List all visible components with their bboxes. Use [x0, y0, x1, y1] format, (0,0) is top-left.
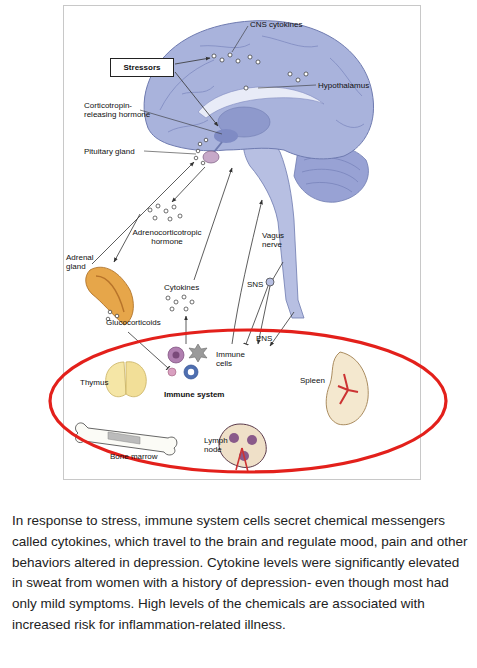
cytokine-dot — [166, 296, 170, 300]
hormone-dot — [168, 217, 172, 221]
cell-nucleus — [173, 352, 180, 359]
cytokine-arrow — [186, 316, 187, 344]
part-label: Pituitary gland — [84, 147, 154, 156]
cytokine-dot — [296, 78, 300, 82]
cytokine-to-brain-arrow — [194, 168, 232, 280]
hormone-dot — [164, 209, 168, 213]
hormone-dot — [108, 310, 112, 314]
part-label: CNS cytokines — [250, 20, 325, 29]
stressor-label: Stressors — [111, 59, 173, 76]
lymph-vessels — [236, 448, 248, 472]
adrenal-medulla — [96, 276, 124, 312]
hormone-dot — [178, 214, 182, 218]
pituitary-stalk — [214, 142, 222, 152]
stressor-box: Stressors — [110, 58, 174, 77]
stress-arrow — [175, 58, 210, 64]
organ-label: Immune cells — [216, 350, 256, 368]
bone-marrow — [108, 432, 140, 444]
cns-cytokine-dots — [212, 53, 308, 90]
immune-cell — [168, 347, 184, 363]
hormone-dot — [196, 149, 200, 153]
adrenal-gland — [86, 267, 134, 325]
organ-label: Thymus — [80, 378, 120, 387]
immune-system-highlight: Immune cellsThymus SpleenImmune systemLym… — [48, 328, 448, 474]
hormone-dot — [194, 156, 198, 160]
hypothalamus — [214, 129, 238, 143]
hormone-dot — [153, 216, 157, 220]
immune-cell — [168, 368, 176, 376]
hormone-label: Adrenocorticotropic hormone — [126, 228, 208, 246]
stress-arrow — [175, 72, 218, 126]
hormone-dot — [115, 314, 119, 318]
cytokine-dot — [248, 55, 252, 59]
acth-arrow — [172, 167, 205, 202]
cytokine-dot — [182, 295, 186, 299]
cytokine-dot — [212, 54, 216, 58]
vagus-nerve-arrow — [232, 200, 262, 344]
part-label: Hypothalamus — [318, 81, 388, 90]
hormone-dot — [198, 142, 202, 146]
spleen-vessels — [338, 374, 358, 404]
thymus-lobe — [126, 362, 146, 397]
feedback-arrow — [92, 162, 194, 264]
thymus-lobe — [106, 362, 126, 397]
pituitary-dots — [194, 138, 208, 165]
cytokine-dot — [220, 58, 224, 62]
highlight-outline — [48, 328, 448, 474]
cytokine-dot — [184, 307, 188, 311]
bone — [76, 423, 177, 455]
leader-line — [258, 85, 316, 88]
nerve-label: PNS — [256, 334, 281, 343]
cytokine-dot — [288, 72, 292, 76]
cerebellum-folia — [302, 157, 360, 192]
hormone-label: Corticotropin-releasing hormone — [84, 101, 156, 119]
leader-line — [140, 110, 222, 134]
highlight-ellipse — [50, 330, 446, 472]
cytokine-dot — [170, 307, 174, 311]
figure-frame — [64, 6, 421, 480]
organ-label: Bone marrow — [110, 452, 180, 461]
hormone-dot — [201, 161, 205, 165]
lymph-follicle — [247, 435, 257, 445]
hormone-dot — [204, 138, 208, 142]
hormone-dot — [148, 208, 152, 212]
sns-ganglion — [266, 278, 274, 286]
cell-nucleus — [188, 369, 194, 375]
sns-fiber — [273, 262, 283, 279]
immune-cell — [189, 344, 207, 362]
lymph-node — [219, 424, 266, 467]
hormone-label: Glucocorticoids — [106, 318, 176, 327]
cytokine-dot — [228, 53, 232, 57]
lymph-follicle — [229, 433, 239, 443]
immune-cell — [184, 365, 198, 379]
pituitary — [203, 151, 219, 163]
cytokine-dot — [174, 300, 178, 304]
leader-line — [232, 26, 248, 52]
cytokine-dot — [244, 86, 248, 90]
cytokine-dot — [256, 60, 260, 64]
nerve-label: Vagus nerve — [262, 231, 292, 249]
organ-label: Lymph node — [204, 436, 238, 454]
cytokine-dot — [190, 300, 194, 304]
group-heading: Immune system — [164, 390, 244, 399]
cytokine-dots — [166, 295, 194, 311]
part-label: Adrenal gland — [66, 253, 106, 271]
figure-caption: In response to stress, immune system cel… — [12, 511, 472, 636]
hormone-dot — [156, 204, 160, 208]
nerve-label: SNS — [247, 280, 272, 289]
acth-dots — [148, 204, 182, 221]
brainstem — [244, 132, 304, 318]
cytokine-dot — [236, 59, 240, 63]
leader-line — [144, 151, 196, 154]
hormone-dot — [172, 205, 176, 209]
cytokine-dot — [304, 72, 308, 76]
messenger-label: Cytokines — [164, 283, 214, 292]
organ-label: Spleen — [300, 376, 340, 385]
spleen — [326, 352, 368, 425]
